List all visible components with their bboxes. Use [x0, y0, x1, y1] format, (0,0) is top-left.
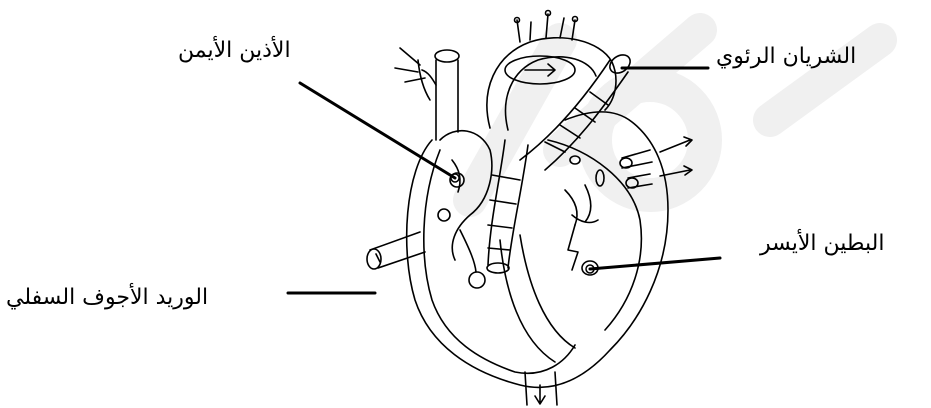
label-pulmonary-artery: الشريان الرئوي	[716, 46, 856, 68]
left-valve	[565, 185, 598, 225]
label-inferior-vena-cava: الوريد الأجوف السفلي	[6, 287, 208, 309]
inner-wall-right	[424, 150, 575, 373]
superior-vena-cava	[436, 60, 458, 140]
label-right-atrium: الأذين الأيمن	[178, 40, 291, 62]
leader-left-ventricle	[590, 258, 720, 269]
label-left-ventricle: البطين الأيسر	[760, 233, 884, 255]
leader-right-atrium	[300, 83, 455, 178]
septum	[500, 235, 575, 362]
descending-aorta	[525, 372, 557, 405]
